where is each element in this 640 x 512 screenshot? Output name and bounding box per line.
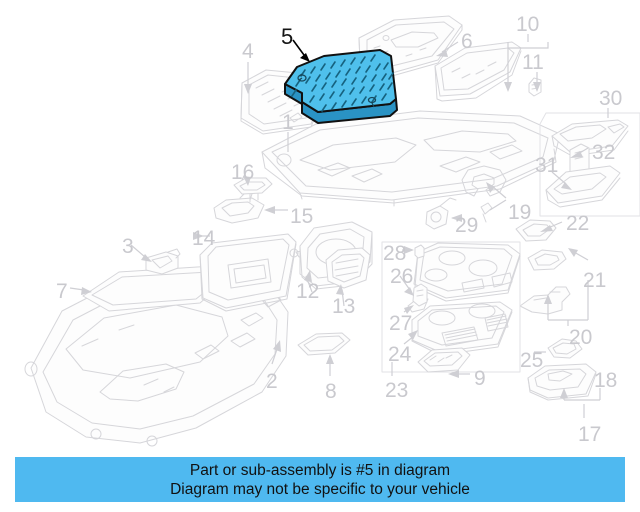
notice-line-1: Part or sub-assembly is #5 in diagram bbox=[189, 461, 451, 479]
callout-26[interactable]: 26 bbox=[390, 265, 414, 288]
sunroof-trim-part7 bbox=[82, 265, 231, 312]
callout-29[interactable]: 29 bbox=[455, 214, 479, 237]
console-sub-assembly-box bbox=[381, 241, 521, 373]
callout-23[interactable]: 23 bbox=[385, 379, 409, 402]
grab-handle-part19 bbox=[461, 165, 507, 223]
notice-banner: Part or sub-assembly is #5 in diagram Di… bbox=[15, 457, 625, 502]
callout-1[interactable]: 1 bbox=[282, 111, 294, 134]
callout-21[interactable]: 21 bbox=[583, 269, 607, 292]
leader-lines bbox=[69, 34, 609, 418]
callout-15[interactable]: 15 bbox=[290, 205, 314, 228]
callout-16[interactable]: 16 bbox=[231, 161, 255, 184]
callout-22[interactable]: 22 bbox=[566, 212, 590, 235]
callout-24[interactable]: 24 bbox=[388, 343, 412, 366]
callout-4[interactable]: 4 bbox=[242, 40, 254, 63]
callout-3[interactable]: 3 bbox=[122, 235, 134, 258]
roof-rail-trim bbox=[434, 41, 542, 102]
sub-assembly-box-30 bbox=[539, 112, 640, 217]
bracket-part21 bbox=[527, 249, 567, 271]
notice-line-2: Diagram may not be specific to your vehi… bbox=[170, 480, 470, 498]
callout-31[interactable]: 31 bbox=[535, 154, 559, 177]
rod-part20 bbox=[519, 286, 571, 315]
callout-7[interactable]: 7 bbox=[56, 280, 68, 303]
sun-visor-assembly bbox=[199, 177, 373, 312]
callout-14[interactable]: 14 bbox=[192, 227, 216, 250]
clip-part29 bbox=[425, 197, 457, 230]
callout-8[interactable]: 8 bbox=[325, 380, 337, 403]
callout-20[interactable]: 20 bbox=[569, 326, 593, 349]
callout-17[interactable]: 17 bbox=[578, 423, 602, 446]
callout-9[interactable]: 9 bbox=[474, 367, 486, 390]
callout-2[interactable]: 2 bbox=[266, 370, 278, 393]
callout-19[interactable]: 19 bbox=[508, 201, 532, 224]
callout-11[interactable]: 11 bbox=[522, 51, 544, 74]
callout-18[interactable]: 18 bbox=[594, 369, 618, 392]
headliner-panel-part2 bbox=[24, 267, 289, 447]
callout-25[interactable]: 25 bbox=[520, 349, 544, 372]
callout-32[interactable]: 32 bbox=[592, 141, 616, 164]
small-bracket-part3 bbox=[145, 248, 181, 275]
lamp-assembly-part18 bbox=[527, 363, 597, 401]
oval-trim-part8 bbox=[297, 332, 351, 356]
callout-30[interactable]: 30 bbox=[599, 87, 623, 110]
callout-5[interactable]: 5 bbox=[281, 24, 294, 49]
callout-12[interactable]: 12 bbox=[296, 280, 320, 303]
callout-6[interactable]: 6 bbox=[461, 30, 473, 53]
lens-part25 bbox=[547, 338, 583, 359]
callout-10[interactable]: 10 bbox=[516, 13, 540, 36]
callout-13[interactable]: 13 bbox=[332, 295, 356, 318]
highlighted-part-5[interactable] bbox=[284, 39, 398, 124]
callout-28[interactable]: 28 bbox=[383, 242, 407, 265]
callout-27[interactable]: 27 bbox=[389, 312, 413, 335]
roof-inner-panel-part1 bbox=[261, 110, 561, 207]
